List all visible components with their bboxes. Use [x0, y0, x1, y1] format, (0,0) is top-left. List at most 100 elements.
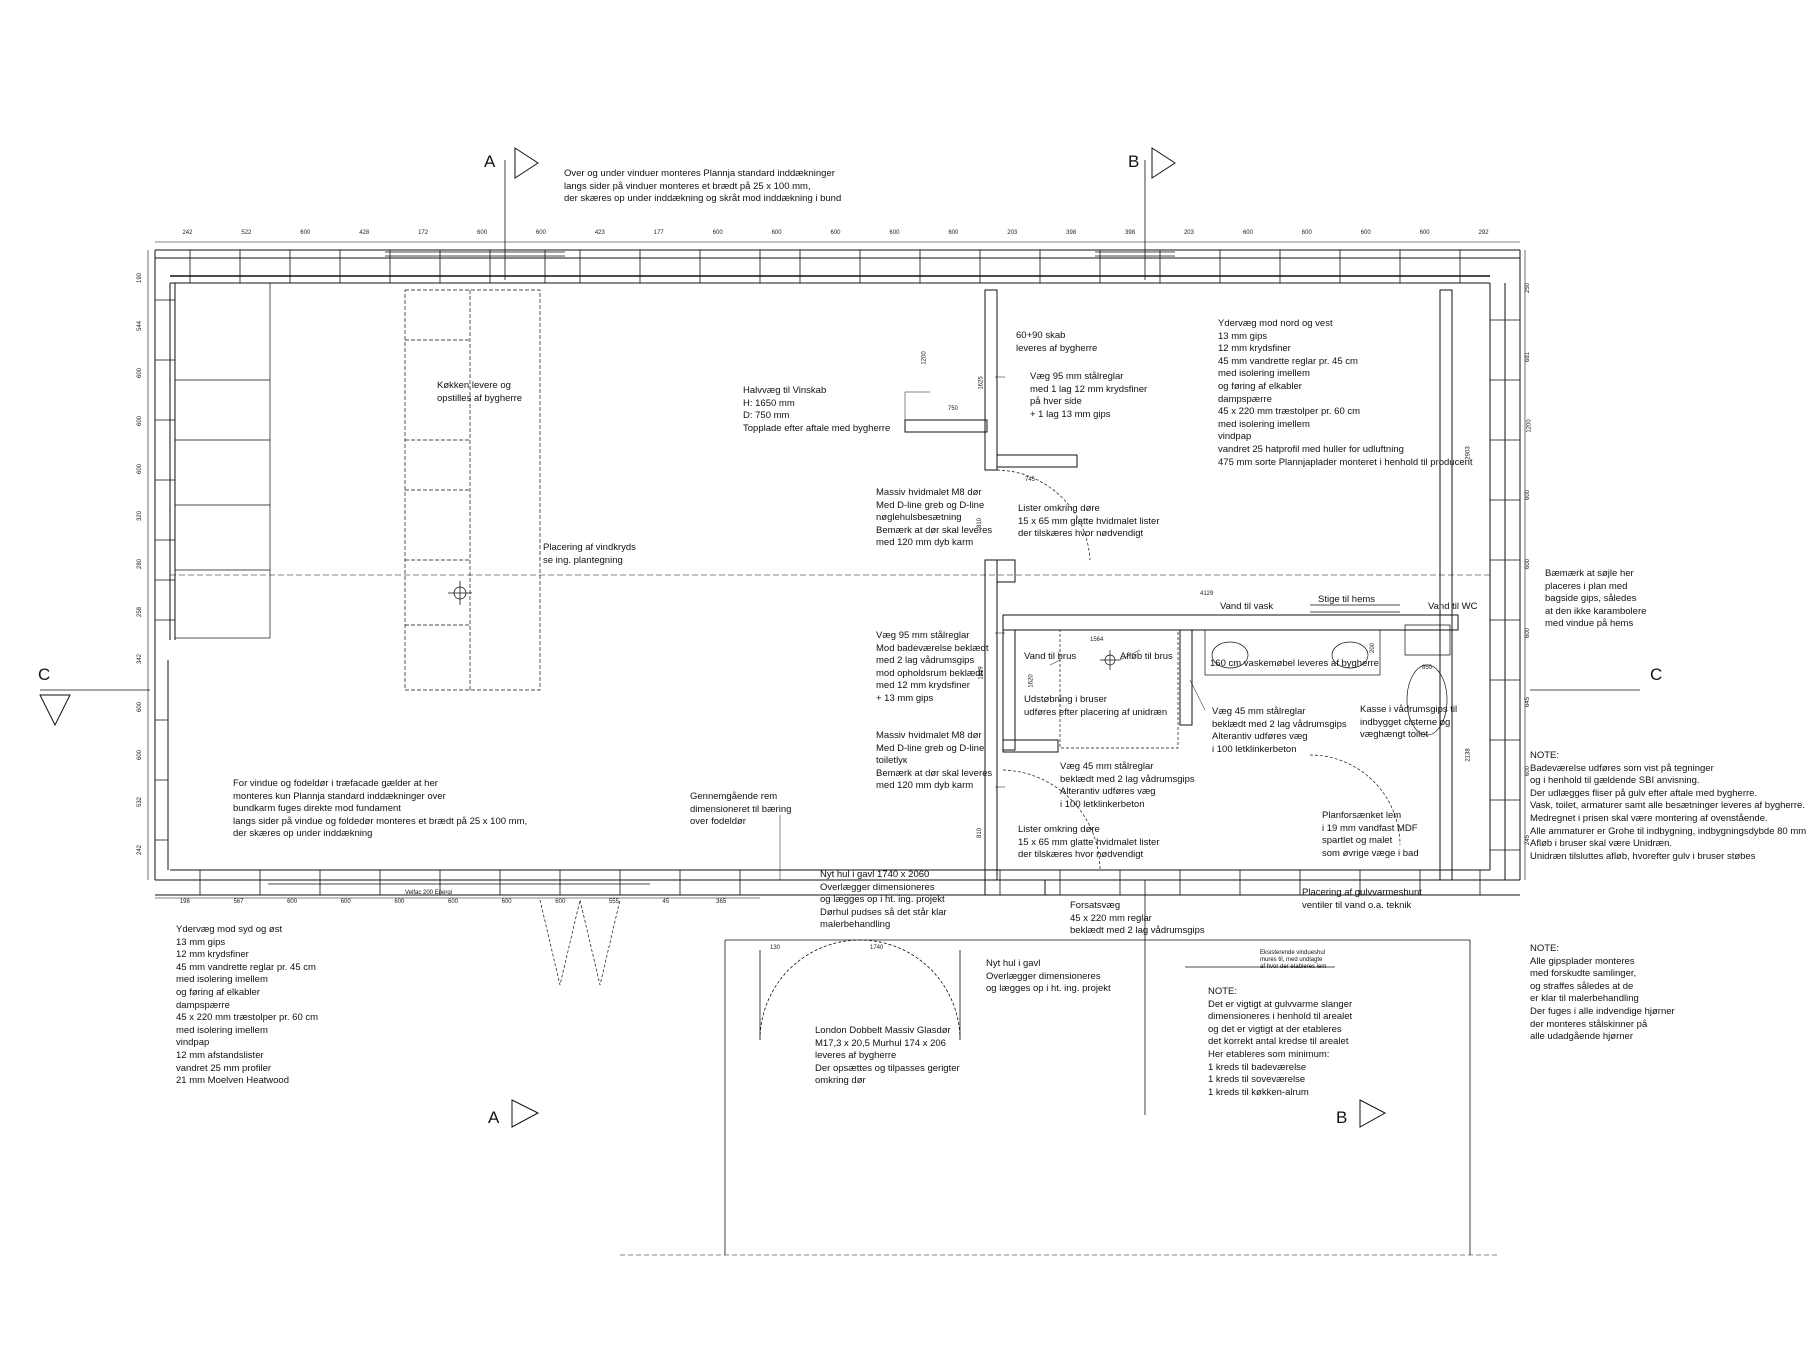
dimension-label: 600	[137, 463, 144, 474]
room-dimension-label: 750	[948, 406, 959, 412]
note-line: med 2 lag vådrumsgips	[876, 655, 975, 667]
note-line: udføres efter placering af unidræn	[1024, 706, 1168, 718]
door-swing-3	[1309, 754, 1401, 846]
dimension-label: 600	[712, 230, 723, 236]
note-line: 13 mm gips	[1218, 330, 1268, 342]
note-line: Alterantiv udføres væg	[1212, 731, 1308, 743]
dimension-label: 555	[608, 899, 619, 905]
note-line: der tilskæres hvor nødvendigt	[1018, 849, 1144, 861]
note-line: i 100 letklinkerbeton	[1060, 798, 1145, 810]
note-line: vandret 25 mm profiler	[176, 1062, 272, 1074]
section-mark-c-right: C	[1650, 665, 1663, 684]
note-line: Placering af gulvvarmeshunt	[1302, 887, 1422, 898]
room-dimension-label: 1740	[870, 945, 884, 951]
note-line: 1 kreds til køkken-alrum	[1208, 1086, 1309, 1098]
bath-fixtures	[1059, 624, 1451, 749]
note-line: er klar til malerbehandling	[1530, 993, 1639, 1005]
note-line: leveres af bygherre	[815, 1050, 897, 1062]
dimension-label: 600	[1525, 558, 1532, 570]
dimension-label: 532	[137, 797, 144, 808]
note-line: Her etableres som minimum:	[1208, 1048, 1330, 1060]
room-dimension-label: 2138	[1465, 748, 1472, 762]
note-line: Alle ammaturer er Grohe til indbygning, …	[1530, 825, 1806, 837]
note-line: ventiler til vand o.a. teknik	[1302, 899, 1412, 911]
note-line: Med D-line greb og D-line	[876, 742, 985, 754]
note-line: H: 1650 mm	[743, 397, 795, 409]
dimension-label: 342	[137, 654, 144, 665]
dimension-label: 600	[1525, 627, 1532, 638]
dimension-label: 250	[1525, 283, 1532, 294]
note-line: med 120 mm dyb karm	[876, 780, 974, 792]
section-mark-b-top: B	[1128, 152, 1140, 171]
dimension-label: 681	[1525, 352, 1532, 363]
note-line: 160 cm vaskemøbel leveres af bygherre	[1210, 658, 1379, 669]
label-sill: Velfac 200 Energi	[405, 890, 453, 896]
note-line: 15 x 65 mm glatte hvidmalet lister	[1018, 836, 1160, 848]
section-mark-a-top: A	[484, 152, 496, 171]
dimension-label: 365	[716, 899, 727, 905]
note-line: 15 x 65 mm glatte hvidmalet lister	[1018, 515, 1160, 527]
dimension-label: 600	[394, 899, 405, 905]
dimension-label: 600	[830, 230, 841, 236]
note-vanity: 160 cm vaskemøbel leveres af bygherre	[1210, 658, 1379, 671]
note-line: Ydervæg mod nord og vest	[1218, 318, 1333, 329]
dimension-label: 600	[300, 230, 311, 236]
room-dimension-label: 4129	[1200, 591, 1214, 597]
note-line: mod opholdsrum beklædt	[876, 667, 984, 679]
dimension-label: 522	[241, 230, 252, 236]
note-floor-heat: NOTE:Det er vigtigt at gulvvarme slanger…	[1208, 986, 1352, 1099]
note-line: Ydervæg mod syd og øst	[176, 924, 283, 935]
leader-lines	[779, 376, 1206, 880]
note-line: beklædt med 2 lag vådrumsgips	[1070, 925, 1205, 937]
room-dimension-label: 1620	[1028, 674, 1035, 688]
note-line: Der udlægges fliser på gulv efter aftale…	[1530, 787, 1758, 799]
note-line: Afløb i bruser skal være Unidræn.	[1530, 838, 1673, 850]
note-line: Massiv hvidmalet M8 dør	[876, 730, 982, 741]
note-line: Alterantiv udføres væg	[1060, 786, 1156, 798]
note-line: London Dobbelt Massiv Glasdør	[815, 1025, 951, 1036]
dimension-label: 198	[179, 899, 190, 905]
note-line: Topplade efter aftale med bygherre	[743, 422, 891, 434]
note-line: 475 mm sorte Plannjaplader monteret i he…	[1218, 456, 1473, 468]
note-bath: NOTE:Badeværelse udføres som vist på teg…	[1530, 750, 1806, 863]
note-line: 45 x 220 mm træstolper pr. 60 cm	[1218, 406, 1361, 418]
dimension-label: 320	[137, 511, 144, 522]
note-line: opstilles af bygherre	[437, 392, 523, 404]
note-water-shower: Vand til brus	[1024, 651, 1076, 664]
section-flags	[39, 147, 1387, 1128]
note-line: 45 x 220 mm reglar	[1070, 912, 1152, 924]
east-wall	[1489, 250, 1521, 880]
room-dimension-label: 130	[770, 945, 781, 951]
note-line: Med D-line greb og D-line	[876, 499, 985, 511]
note-line: langs sider på vinduer monteres et brædt…	[564, 180, 811, 192]
label-water-wc: Vand til WC	[1428, 601, 1478, 612]
note-line: og straffes således at de	[1530, 980, 1634, 992]
dimension-label: 242	[137, 845, 144, 856]
note-line: og lægges op i ht. ing. projekt	[820, 894, 945, 906]
note-line: 12 mm krydsfiner	[176, 949, 249, 961]
dimension-label: 600	[287, 899, 298, 905]
note-line: 12 mm krydsfiner	[1218, 343, 1291, 355]
note-line: vindpap	[176, 1037, 210, 1049]
note-line: mures til, med undlagte	[1260, 957, 1323, 963]
note-line: Eksisterende vindueshul	[1260, 950, 1326, 956]
dimension-label: 600	[1242, 230, 1253, 236]
dimension-label: 600	[137, 702, 144, 713]
note-line: Halvvæg til Vinskab	[743, 385, 827, 396]
west-wall	[154, 250, 176, 880]
note-line: langs sider på vindue og foldedør monter…	[233, 815, 528, 827]
dimension-label: 600	[555, 899, 566, 905]
note-line: Bemærk at dør skal leveres	[876, 524, 993, 536]
note-line: placeres i plan med	[1545, 580, 1628, 592]
note-line: som øvrige væge i bad	[1322, 847, 1419, 859]
note-line: Væg 45 mm stålreglar	[1212, 706, 1306, 717]
